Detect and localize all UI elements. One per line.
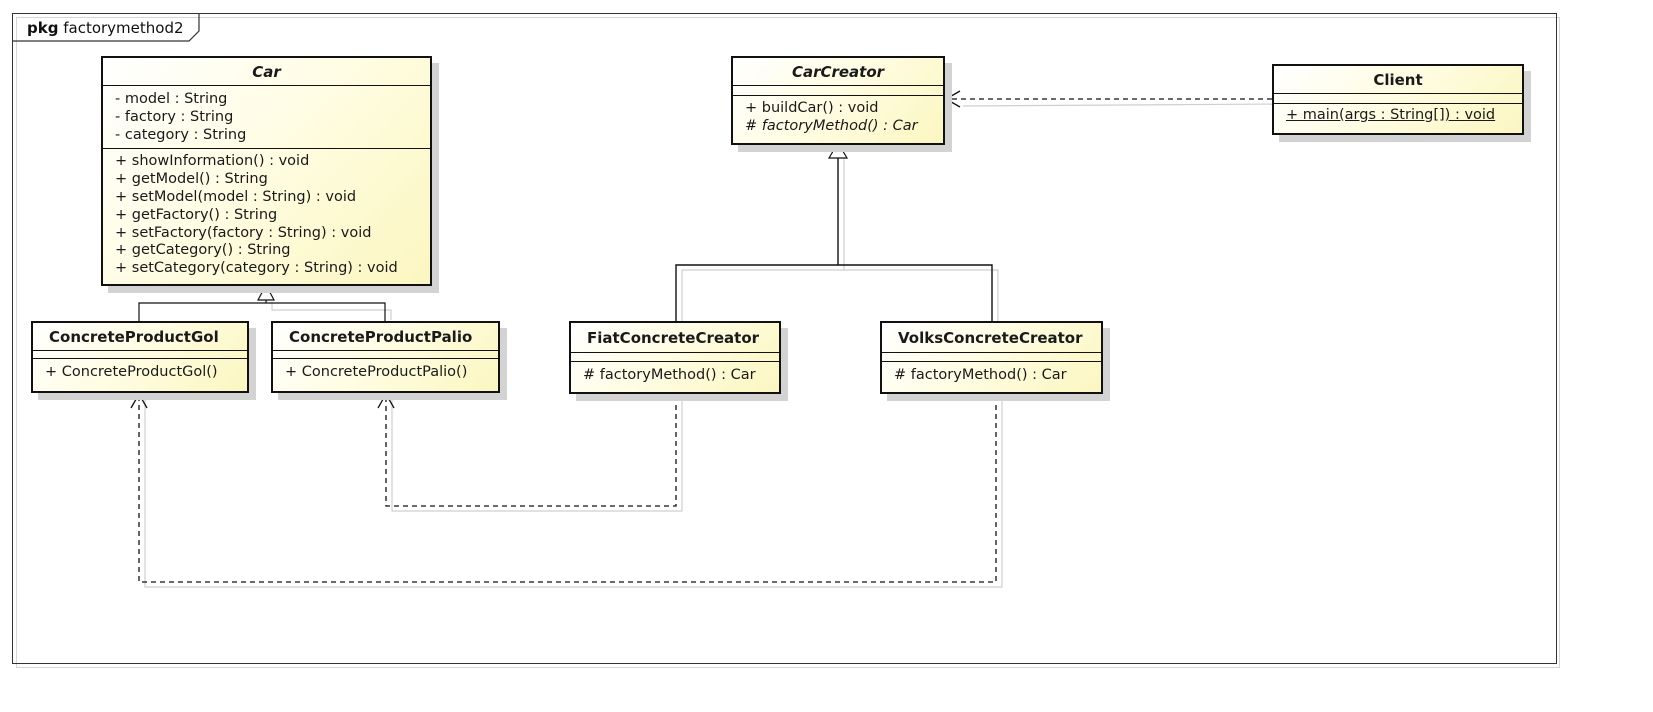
attribute: - category : String bbox=[115, 126, 247, 143]
package-keyword: pkg bbox=[27, 19, 59, 37]
operations-section: + ConcreteProductPalio() bbox=[273, 359, 498, 382]
shadow-gol-palio-to-car bbox=[271, 302, 392, 320]
operation: # factoryMethod() : Car bbox=[894, 367, 1067, 383]
fiat-to-palio-dependency bbox=[385, 394, 677, 507]
attributes-section bbox=[882, 353, 1101, 362]
attribute: - model : String bbox=[115, 91, 228, 107]
operation: + getModel() : String bbox=[115, 171, 268, 188]
class-name: FiatConcreteCreator bbox=[571, 323, 779, 353]
package-tab-outline bbox=[12, 13, 200, 42]
operation: + setCategory(category : String) : void bbox=[115, 260, 398, 277]
operation: + ConcreteProductGol() bbox=[45, 364, 218, 380]
operations-section: + main(args : String[]) : void bbox=[1274, 104, 1522, 125]
class-client[interactable]: Client + main(args : String[]) : void bbox=[1272, 64, 1524, 135]
operation-static: + main(args : String[]) : void bbox=[1286, 107, 1496, 123]
operation: + ConcreteProductPalio() bbox=[285, 364, 468, 380]
operations-section: + showInformation() : void + getModel() … bbox=[103, 149, 430, 278]
palio-dependency-arrowhead bbox=[377, 392, 395, 409]
attributes-section bbox=[273, 351, 498, 359]
class-name: ConcreteProductPalio bbox=[273, 323, 498, 351]
operation-abstract: # factoryMethod() : Car bbox=[745, 117, 918, 134]
operation: + setFactory(factory : String) : void bbox=[115, 224, 372, 241]
operation: + buildCar() : void bbox=[745, 100, 879, 116]
connectors-layer bbox=[12, 13, 1278, 588]
operation: # factoryMethod() : Car bbox=[583, 367, 756, 383]
operation: + setModel(model : String) : void bbox=[115, 188, 357, 205]
car-generalization-arrowhead bbox=[257, 283, 275, 301]
operation: + showInformation() : void bbox=[115, 153, 310, 170]
attributes-section bbox=[1274, 94, 1522, 104]
volks-to-gol-dependency bbox=[138, 394, 997, 583]
class-name: Car bbox=[103, 58, 430, 86]
generalization-to-carcreator bbox=[675, 141, 993, 322]
class-name: CarCreator bbox=[733, 58, 943, 86]
operations-section: # factoryMethod() : Car bbox=[882, 362, 1101, 385]
class-name: Client bbox=[1274, 66, 1522, 94]
operation: + getCategory() : String bbox=[115, 242, 291, 259]
shadow-fiat-volks-to-carcreator bbox=[681, 158, 845, 322]
attributes-section: - model : String - factory : String - ca… bbox=[103, 86, 430, 150]
package-frame bbox=[12, 13, 1557, 664]
carcreator-dependency-arrowhead bbox=[944, 90, 961, 108]
uml-class-diagram: pkg factorymethod2 Car - model : String … bbox=[12, 13, 1560, 668]
shadow-volks-branch bbox=[844, 269, 999, 322]
shadow-volks-to-gol bbox=[144, 398, 1003, 588]
gol-to-car-line bbox=[138, 302, 386, 321]
class-concreteproductgol[interactable]: ConcreteProductGol + ConcreteProductGol(… bbox=[31, 321, 249, 393]
shadow-fiat-to-palio bbox=[391, 398, 683, 512]
attributes-section bbox=[33, 351, 247, 359]
operations-section: # factoryMethod() : Car bbox=[571, 362, 779, 385]
package-name: factorymethod2 bbox=[63, 19, 184, 37]
dependency-arrowheads bbox=[130, 90, 961, 409]
gol-dependency-arrowhead bbox=[130, 392, 148, 409]
operations-section: + buildCar() : void # factoryMethod() : … bbox=[733, 96, 943, 136]
class-volksconcretecreator[interactable]: VolksConcreteCreator # factoryMethod() :… bbox=[880, 321, 1103, 394]
class-concreteproductpalio[interactable]: ConcreteProductPalio + ConcreteProductPa… bbox=[271, 321, 500, 393]
class-fiatconcretecreator[interactable]: FiatConcreteCreator # factoryMethod() : … bbox=[569, 321, 781, 394]
package-frame-shadow bbox=[16, 17, 1560, 668]
attribute: - factory : String bbox=[115, 108, 234, 125]
package-label: pkg factorymethod2 bbox=[27, 19, 184, 37]
fiat-to-carcreator-line bbox=[675, 264, 993, 322]
class-name: VolksConcreteCreator bbox=[882, 323, 1101, 353]
attributes-section bbox=[733, 86, 943, 96]
generalization-to-car bbox=[138, 283, 386, 321]
class-carcreator[interactable]: CarCreator + buildCar() : void # factory… bbox=[731, 56, 945, 145]
class-car[interactable]: Car - model : String - factory : String … bbox=[101, 56, 432, 286]
carcreator-generalization-arrowhead bbox=[827, 141, 849, 159]
shadow-client-to-carcreator bbox=[962, 103, 1278, 107]
operations-section: + ConcreteProductGol() bbox=[33, 359, 247, 382]
attributes-section bbox=[571, 353, 779, 362]
operation: + getFactory() : String bbox=[115, 206, 278, 223]
dependencies bbox=[138, 98, 1272, 583]
connector-shadows bbox=[144, 103, 1278, 588]
class-name: ConcreteProductGol bbox=[33, 323, 247, 351]
